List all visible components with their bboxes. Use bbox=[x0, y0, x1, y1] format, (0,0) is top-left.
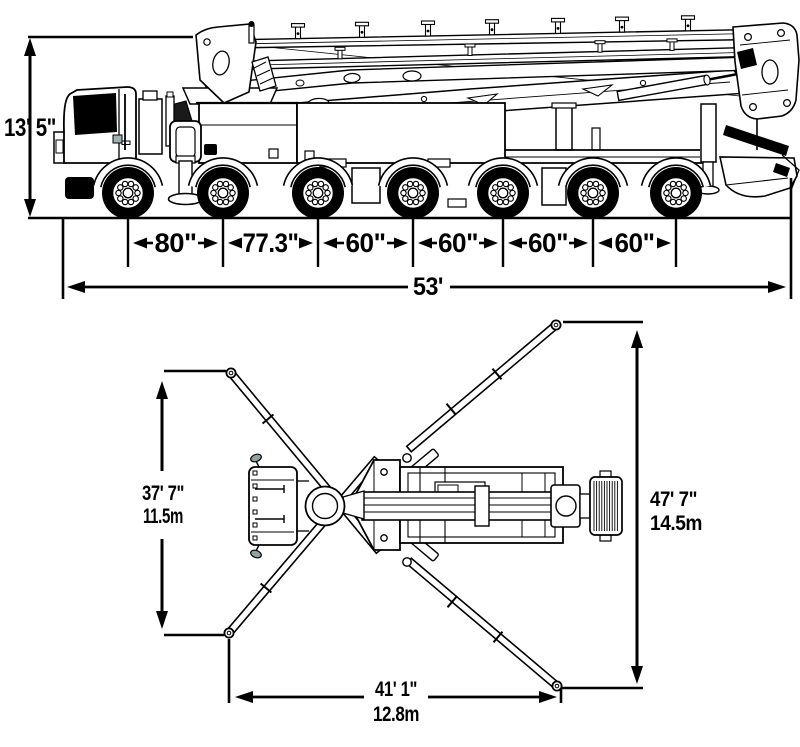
axle-spacing-label-1: 80" bbox=[155, 228, 197, 258]
left-spread-imperial-label: 37' 7" bbox=[142, 482, 184, 505]
bottom-length-metric-label: 12.8m bbox=[373, 703, 419, 726]
outrigger-beam-rear-left bbox=[405, 321, 560, 453]
bottom-length-imperial-label: 41' 1" bbox=[375, 678, 417, 701]
exhaust-tank bbox=[138, 98, 163, 155]
windshield bbox=[73, 93, 117, 135]
support-pad-box bbox=[351, 167, 381, 204]
overall-length-label: 53' bbox=[413, 273, 443, 301]
right-spread-imperial-label: 47' 7" bbox=[650, 488, 697, 511]
boom-rest-post bbox=[555, 106, 573, 151]
cab-top bbox=[248, 453, 309, 559]
right-spread-dimension: 47' 7" 14.5m bbox=[562, 320, 703, 690]
hopper-grate bbox=[723, 125, 789, 156]
pipe-clamps bbox=[290, 15, 696, 60]
mirror bbox=[250, 549, 262, 559]
outrigger-foot bbox=[223, 627, 235, 639]
axle-spacing-label-5: 60" bbox=[528, 228, 568, 258]
height-dimension: 13' 5" bbox=[4, 35, 193, 217]
axle-spacing-label-2: 77.3" bbox=[243, 228, 299, 258]
truck-cab bbox=[53, 86, 194, 199]
truck-top-view: 37' 7" 11.5m 47' 7" 14.5m 41' 1" 12.8m bbox=[142, 319, 703, 726]
mirror bbox=[250, 453, 262, 463]
chassis-top bbox=[248, 448, 623, 567]
axle-spacing-label-6: 60" bbox=[615, 228, 655, 258]
cab-skirt bbox=[65, 177, 94, 199]
outrigger-beams bbox=[223, 319, 563, 692]
support-pad-box bbox=[541, 167, 567, 206]
boom-bundle-top bbox=[361, 491, 559, 521]
boom-rear-head bbox=[732, 22, 800, 150]
boom-tip-front bbox=[181, 21, 279, 105]
front-outrigger-jack bbox=[167, 120, 204, 206]
height-label: 13' 5" bbox=[4, 114, 56, 142]
outrigger-foot bbox=[550, 319, 562, 331]
left-spread-dimension: 37' 7" 11.5m bbox=[142, 369, 226, 637]
right-spread-metric-label: 14.5m bbox=[650, 512, 702, 535]
axle-spacing-label-4: 60" bbox=[438, 228, 478, 258]
overall-length-dimension: 53' bbox=[61, 178, 793, 301]
hopper bbox=[719, 125, 800, 198]
outrigger-beam-rear-right bbox=[405, 557, 561, 690]
bottom-length-dimension: 41' 1" 12.8m bbox=[227, 639, 563, 726]
left-spread-metric-label: 11.5m bbox=[143, 505, 183, 528]
outrigger-foot bbox=[551, 680, 563, 692]
rear-outrigger-jack bbox=[696, 103, 720, 195]
truck-body bbox=[196, 101, 710, 208]
truck-side-view: 13' 5" 80" 77.3" 60" 60" 60" bbox=[4, 15, 800, 301]
axle-spacing-label-3: 60" bbox=[346, 228, 386, 258]
axle-spacing-dimensions: 80" 77.3" 60" 60" 60" 60" bbox=[126, 218, 678, 267]
hopper-top bbox=[589, 470, 623, 542]
boom-assembly bbox=[181, 15, 800, 151]
outrigger-foot bbox=[225, 367, 237, 379]
